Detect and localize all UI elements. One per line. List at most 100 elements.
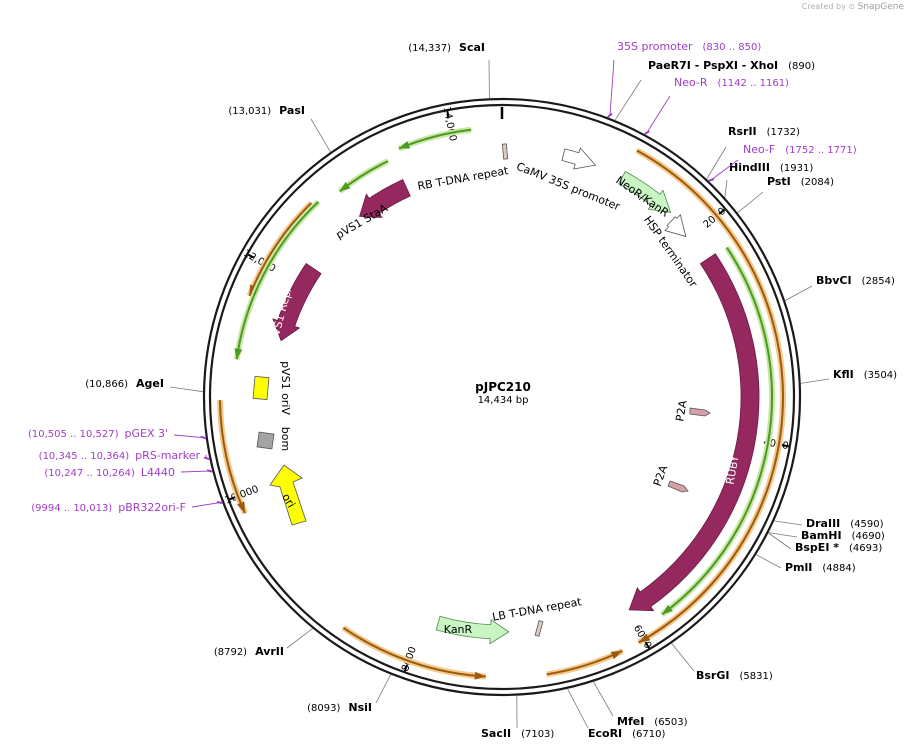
primer-name: pRS-marker (135, 449, 200, 462)
site-name: KflI (833, 368, 854, 381)
feature-bom (256, 431, 275, 450)
scale-tick (781, 444, 789, 448)
site-position: (6503) (654, 717, 687, 728)
site-position: (8792) (214, 647, 247, 658)
primer-leader-line (191, 502, 220, 508)
orf-arc-halo (397, 126, 472, 152)
feature-staa (359, 179, 411, 218)
scale-tick (446, 110, 450, 119)
site-leader-line (310, 118, 331, 153)
site-leader-line (375, 674, 392, 704)
site-leader-line (768, 532, 798, 538)
primer-mark (607, 112, 613, 119)
feature-camv (561, 147, 597, 170)
site-position: (7103) (521, 729, 554, 740)
site-leader-line (800, 378, 830, 384)
watermark: Created by ⊙ SnapGene (802, 2, 904, 12)
feature-label-ruby: RUBY (724, 454, 742, 485)
site-AvrII: AvrII (8792) (214, 645, 284, 658)
primer-name: Neo-R (674, 76, 708, 89)
primer-position: (1752 .. 1771) (785, 145, 857, 156)
orf-arrowhead (661, 604, 673, 615)
site-position: (1931) (780, 163, 813, 174)
site-position: (13,031) (228, 106, 271, 117)
feature-label-bom: bom (279, 427, 292, 451)
site-position: (14,337) (408, 43, 451, 54)
scale-tick (247, 253, 255, 259)
primer-leader-line (711, 159, 739, 180)
site-leader-line (724, 179, 728, 198)
site-position: (4590) (850, 519, 883, 530)
site-name: NsiI (348, 701, 372, 714)
site-DraIII: DraIII(4590) (806, 517, 884, 530)
watermark-text: Created by (801, 2, 846, 11)
primer-position: (9994 .. 10,013) (31, 503, 112, 514)
site-position: (2854) (862, 276, 895, 287)
plasmid-length: 14,434 bp (478, 395, 529, 406)
site-name: ScaI (459, 41, 485, 54)
site-HindIII: HindIII(1931) (729, 161, 813, 174)
site-position: (4884) (822, 563, 855, 574)
primer-name: 35S promoter (617, 40, 693, 53)
site-leader-line (593, 681, 614, 717)
feature-ori (269, 464, 307, 526)
scale-tick (403, 664, 409, 672)
site-BspEI: BspEI * (4693) (795, 541, 882, 554)
feature-neor (618, 170, 672, 213)
orf-arrowhead (339, 181, 351, 192)
site-PmlI: PmlI (4884) (785, 561, 856, 574)
orf-arrowhead (398, 140, 411, 149)
feature-label-kanr: KanR (444, 623, 473, 636)
feature-kanr (435, 615, 510, 645)
feature-p2a1 (689, 407, 711, 417)
orf-arrowhead (610, 650, 623, 660)
site-name: BspEI * (795, 541, 839, 554)
site-name: AvrII (255, 645, 284, 658)
site-SacII: SacII(7103) (481, 727, 554, 740)
site-name: MfeI (617, 715, 644, 728)
site-PaeR7I: PaeR7I - PspXI - XhoI(890) (648, 59, 815, 72)
snapgene-logo-icon: ⊙ (848, 2, 856, 11)
primer-NeoF: Neo-F(1752 .. 1771) (743, 143, 857, 156)
orf-arrowhead (236, 501, 246, 514)
primer-mark (206, 469, 213, 473)
site-position: (890) (788, 61, 815, 72)
site-leader-line (671, 642, 695, 672)
site-name: BamHI (801, 529, 842, 542)
feature-label-p2a2: P2A (651, 463, 671, 488)
scale-tick (644, 641, 650, 649)
backbone-outer-circle (202, 97, 802, 697)
site-leader-line (774, 520, 803, 526)
site-position: (2084) (801, 177, 834, 188)
primer-L4440: L4440 (10,247 .. 10,264) (44, 466, 175, 479)
watermark-brand: SnapGene (857, 2, 904, 12)
feature-label-lb: LB T-DNA repeat (491, 595, 583, 624)
feature-lb (534, 620, 544, 637)
primer-name: L4440 (141, 466, 175, 479)
site-name: BbvCI (816, 274, 852, 287)
orf-arc (235, 201, 320, 360)
orf-arrowhead (474, 671, 486, 680)
site-ScaI: ScaI (14,337) (408, 41, 485, 54)
backbone-inner-circle (208, 103, 796, 691)
orf-arc (342, 626, 486, 678)
site-leader-line (784, 285, 813, 301)
orf-arc-halo (546, 648, 624, 678)
primer-name: pBR322ori-F (118, 501, 186, 514)
primer-position: (10,247 .. 10,264) (44, 468, 135, 479)
primer-mark (708, 178, 715, 182)
primer-position: (10,345 .. 10,364) (39, 451, 130, 462)
site-position: (4693) (849, 543, 882, 554)
site-name: PmlI (785, 561, 812, 574)
feature-oriv (252, 375, 270, 401)
site-KflI: KflI (3504) (833, 368, 897, 381)
site-leader-line (567, 688, 589, 729)
site-position: (3504) (864, 370, 897, 381)
site-BamHI: BamHI(4690) (801, 529, 885, 542)
primer-35S: 35S promoter(830 .. 850) (617, 40, 761, 53)
site-PasI: PasI(13,031) (228, 104, 305, 117)
site-name: AgeI (136, 377, 164, 390)
site-leader-line (706, 146, 727, 180)
site-EcoRI: EcoRI(6710) (588, 727, 666, 740)
